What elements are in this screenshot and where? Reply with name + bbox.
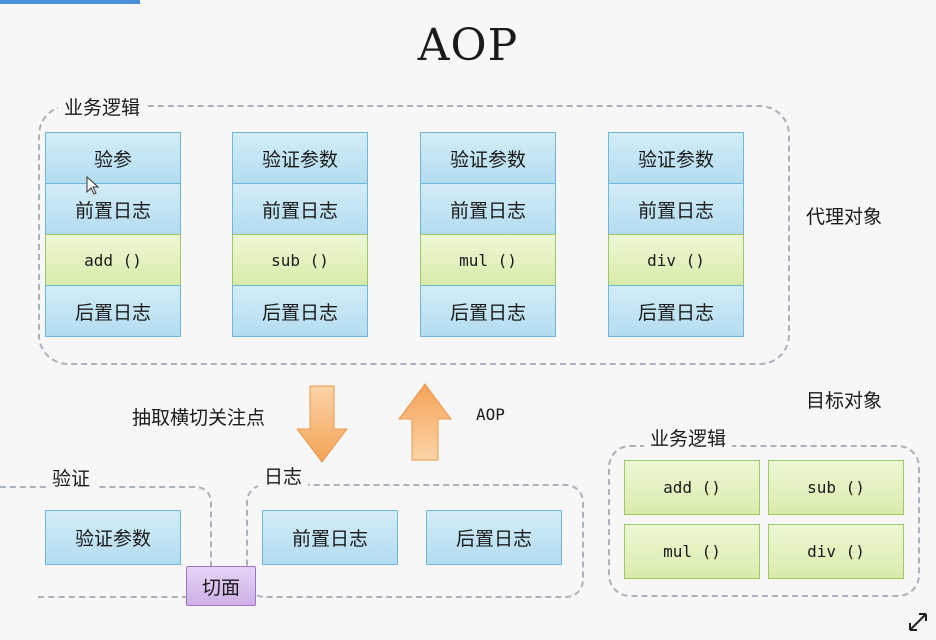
column-cell: 后置日志: [608, 285, 744, 337]
validation-group: [0, 486, 212, 598]
column-cell: 前置日志: [420, 183, 556, 235]
column-method-cell: div (): [608, 234, 744, 286]
proxy-object-label: 代理对象: [806, 206, 883, 228]
column-cell: 后置日志: [232, 285, 368, 337]
validation-bottom-line: [38, 596, 188, 598]
target-method-add: add (): [624, 460, 760, 515]
validation-param-cell: 验证参数: [45, 510, 181, 565]
proxy-column-div: 验证参数 前置日志 div () 后置日志: [608, 132, 744, 337]
column-method-cell: add (): [45, 234, 181, 286]
column-method-cell: mul (): [420, 234, 556, 286]
expand-icon[interactable]: [906, 610, 930, 634]
column-cell: 验证参数: [420, 132, 556, 184]
aspect-label: 切面: [186, 566, 256, 606]
column-cell: 前置日志: [232, 183, 368, 235]
target-business-logic-group: [608, 445, 920, 597]
aop-arrow-label: AOP: [476, 405, 505, 424]
column-cell: 验证参数: [232, 132, 368, 184]
column-cell: 验证参数: [608, 132, 744, 184]
mouse-cursor-icon: [86, 176, 100, 195]
column-cell: 后置日志: [420, 285, 556, 337]
proxy-group-label: 业务逻辑: [58, 93, 147, 120]
arrow-up-icon: [398, 383, 452, 461]
logging-label: 日志: [258, 462, 309, 489]
logging-after-cell: 后置日志: [426, 510, 562, 565]
logging-before-cell: 前置日志: [262, 510, 398, 565]
column-cell: 前置日志: [608, 183, 744, 235]
validation-label: 验证: [46, 464, 97, 491]
proxy-column-add: 验参 前置日志 add () 后置日志: [45, 132, 181, 337]
target-object-label: 目标对象: [806, 390, 883, 412]
proxy-column-mul: 验证参数 前置日志 mul () 后置日志: [420, 132, 556, 337]
target-group-label: 业务逻辑: [644, 424, 733, 451]
diagram-title: AOP: [417, 20, 519, 71]
target-method-mul: mul (): [624, 524, 760, 579]
column-cell: 前置日志: [45, 183, 181, 235]
extract-crosscutting-label: 抽取横切关注点: [132, 407, 266, 429]
arrow-down-icon: [296, 385, 348, 463]
target-method-div: div (): [768, 524, 904, 579]
column-cell: 后置日志: [45, 285, 181, 337]
column-cell: 验参: [45, 132, 181, 184]
top-accent-bar: [0, 0, 140, 4]
proxy-business-logic-group: [38, 105, 790, 365]
proxy-column-sub: 验证参数 前置日志 sub () 后置日志: [232, 132, 368, 337]
target-method-sub: sub (): [768, 460, 904, 515]
logging-group: [246, 484, 584, 598]
column-method-cell: sub (): [232, 234, 368, 286]
